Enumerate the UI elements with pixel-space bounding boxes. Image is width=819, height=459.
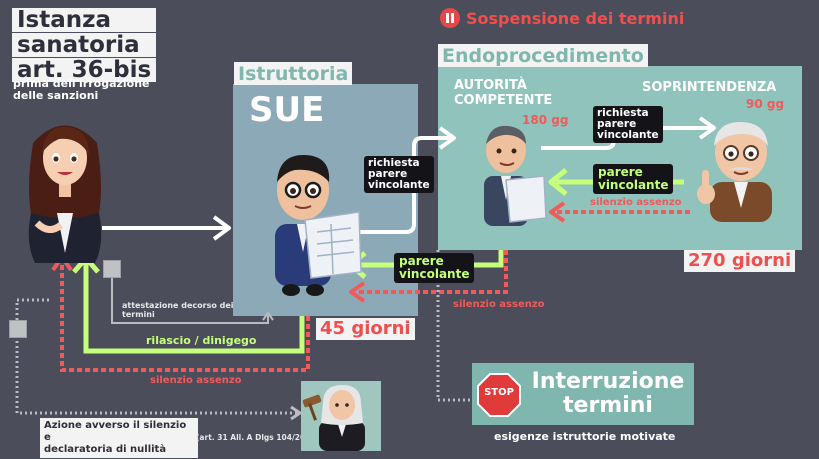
arrow-rilascio (83, 262, 305, 354)
pause-icon (440, 8, 460, 28)
suspension-label: Sospensione dei termini (466, 8, 685, 28)
label-silenzio-soprintendenza: silenzio assenzo (590, 197, 682, 208)
endoprocedimento-total-days: 270 giorni (684, 250, 796, 272)
soprintendenza-officer-illustration (697, 122, 772, 222)
arrow-silenzio-authority (356, 250, 508, 294)
label-richiesta-sue: richiesta parere vincolante (364, 156, 434, 193)
connector-attestazione (111, 270, 269, 324)
label-silenzio-authority: silenzio assenzo (453, 299, 545, 310)
label-parere-soprintendenza: parere vincolante (593, 164, 674, 194)
connector-dotted-azione (15, 336, 298, 415)
authority-officer-illustration (484, 125, 547, 226)
suspension-header: Sospensione dei termini (440, 8, 684, 28)
judge-illustration (301, 381, 381, 451)
azione-reference: (art. 31 All. A Dlgs 104/2010) (196, 433, 320, 442)
sue-officer-illustration (275, 154, 362, 296)
sue-label: SUE (249, 90, 325, 130)
stop-sign-icon: STOP (477, 373, 521, 417)
soprintendenza-days: 90 gg (746, 97, 785, 111)
arrow-to-sue-head (212, 215, 231, 241)
istruttoria-title: Istruttoria (234, 62, 353, 85)
arrow-silenzio-sue (60, 262, 310, 372)
label-silenzio-sue: silenzio assenzo (150, 375, 242, 386)
title-line-1: Istanza (12, 8, 157, 32)
title-subtitle: prima dell'irrogazione delle sanzioni (13, 77, 150, 102)
label-attestazione: attestazione decorso dei termini (122, 301, 234, 319)
title-block: Istanza sanatoria art. 36-bis (12, 8, 157, 83)
title-line-3: art. 36-bis (12, 58, 157, 82)
authority-days: 180 gg (522, 113, 569, 127)
marker-square-azione (9, 320, 27, 338)
title-line-2: sanatoria (12, 33, 157, 57)
authority-label: AUTORITÀ COMPETENTE (454, 78, 553, 108)
label-rilascio: rilascio / dinigego (146, 334, 257, 347)
connector-dotted-interruzione (436, 250, 470, 402)
label-richiesta-authority: richiesta parere vincolante (593, 106, 663, 143)
marker-square-attestazione (103, 260, 121, 278)
label-parere-authority: parere vincolante (394, 253, 475, 283)
endoprocedimento-title: Endoprocedimento (438, 44, 648, 67)
azione-box: Azione avverso il silenzio e declaratori… (40, 418, 198, 458)
istruttoria-days: 45 giorni (316, 318, 415, 340)
soprintendenza-label: SOPRINTENDENZA (642, 80, 777, 95)
interruzione-subtitle: esigenze istruttorie motivate (494, 430, 676, 443)
applicant-woman-illustration (28, 125, 102, 263)
interruzione-title: Interruzione termini (531, 369, 685, 418)
